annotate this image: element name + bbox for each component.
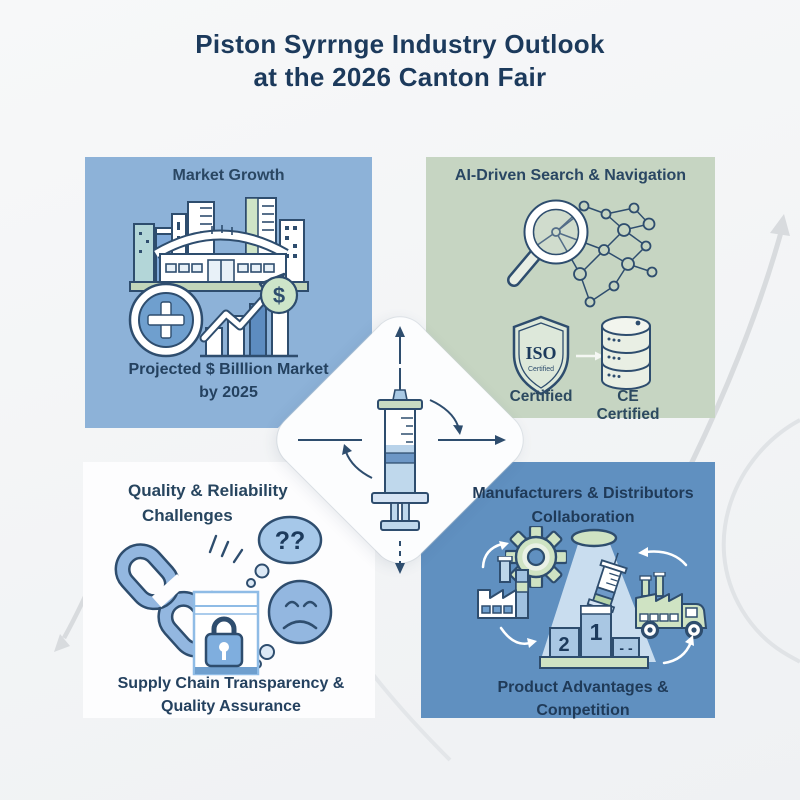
- panel-ai-navigation: [426, 157, 715, 418]
- iso-shield-icon: ISO Certified: [512, 315, 570, 396]
- podium-first-label: 1: [590, 619, 603, 645]
- ce-certified-label: CE Certified: [596, 388, 660, 423]
- plus-circle-icon: [128, 282, 204, 358]
- market-growth-title: Market Growth: [172, 167, 285, 184]
- bubble-text: ??: [275, 527, 306, 555]
- podium-second-label: 2: [558, 634, 569, 656]
- curved-arrow-icon: [638, 547, 688, 567]
- rotate-ccw-arrow-icon: [345, 451, 373, 479]
- curved-arrow-icon: [499, 626, 537, 648]
- dollar-coin-icon: $: [259, 275, 299, 315]
- quality-title: Quality & Reliability Challenges: [128, 481, 288, 525]
- locked-document-icon: [192, 590, 260, 676]
- database-icon: [601, 316, 651, 390]
- iso-shield-text: ISO: [525, 343, 556, 363]
- curved-arrow-icon: [481, 541, 509, 569]
- iso-shield-subtext: Certified: [528, 366, 554, 373]
- factory-icon: [477, 556, 529, 619]
- podium-third-label: - -: [619, 640, 633, 656]
- factory-truck-icon: [635, 572, 708, 640]
- certified-label: Certified: [509, 388, 573, 405]
- city-skyline-icon: [129, 197, 309, 292]
- quality-caption: Supply Chain Transparency & Quality Assu…: [117, 675, 345, 715]
- page-title-line2: at the 2026 Canton Fair: [253, 62, 547, 92]
- sad-face-icon: [254, 579, 333, 669]
- collaboration-caption: Product Advantages & Competition: [497, 679, 669, 719]
- dollar-symbol: $: [273, 283, 285, 308]
- thought-bubble-icon: ??: [246, 515, 323, 588]
- spark-lines-icon: [208, 534, 244, 564]
- piston-syringe-icon: [298, 326, 506, 574]
- podium-icon: 2 1 - -: [539, 605, 649, 669]
- curved-arrow-icon: [662, 635, 694, 665]
- market-growth-caption: Projected $ Billlion Market by 2025: [128, 361, 329, 401]
- page-title: Piston Syrrnge Industry Outlook at the 2…: [0, 28, 800, 94]
- rotate-cw-arrow-icon: [429, 399, 459, 427]
- magnifier-network-icon: [507, 199, 658, 308]
- collaboration-title: Manufacturers & Distributors Collaborati…: [472, 485, 694, 526]
- right-arrow-icon: [576, 351, 604, 361]
- page-title-line1: Piston Syrrnge Industry Outlook: [195, 29, 605, 59]
- ai-navigation-title: AI-Driven Search & Navigation: [454, 167, 687, 184]
